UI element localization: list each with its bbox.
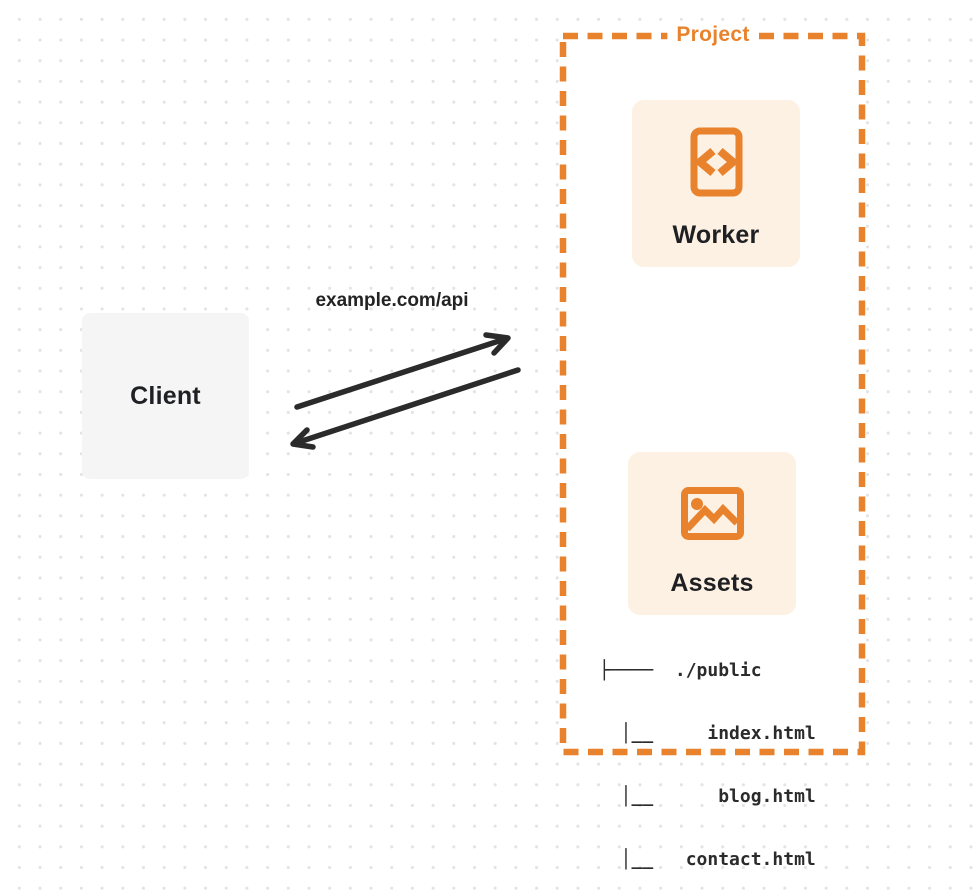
tree-line-public: ├──── ./public (599, 660, 762, 681)
image-icon (680, 487, 744, 540)
tree-line-blog: │__ blog.html (599, 786, 816, 807)
project-title: Project (667, 21, 759, 48)
code-document-icon (690, 127, 743, 197)
assets-file-tree: ├──── ./public │__ index.html │__ blog.h… (599, 618, 816, 891)
request-arrow (294, 332, 511, 410)
request-url-label: example.com/api (315, 290, 469, 311)
tree-line-index: │__ index.html (599, 723, 816, 744)
tree-line-contact: │__ contact.html (599, 849, 816, 870)
client-node: Client (82, 313, 249, 479)
client-label: Client (130, 381, 201, 410)
response-arrow (290, 367, 521, 450)
assets-label: Assets (670, 569, 754, 597)
worker-node: Worker (632, 100, 800, 267)
worker-label: Worker (672, 221, 760, 249)
assets-node: Assets (628, 452, 796, 615)
